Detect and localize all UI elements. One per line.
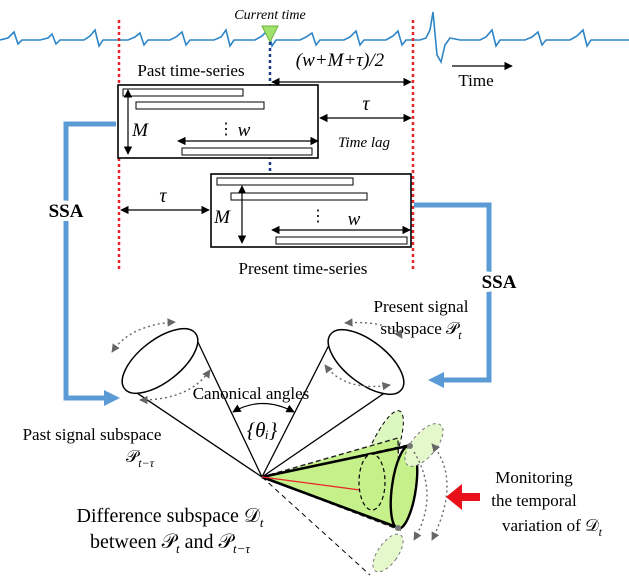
canonical-angles-label: Canonical angles [193,384,310,403]
present-subspace-label-2: subspace 𝒫t [380,319,462,342]
difference-inner-ellipse [358,453,386,511]
present-cone-edge-1 [261,344,330,478]
present-dots: ⋮ [310,208,326,225]
present-window-bar-2 [230,192,368,201]
present-M-label: M [213,207,231,228]
past-cone-edge-2 [195,337,263,478]
past-hankel-matrix [117,84,319,159]
difference-cone-edge-upper [261,444,409,479]
half-span-label: (w+M+τ)/2 [296,50,385,71]
time-series-signal [0,11,629,65]
ssa-left-arrow [63,121,116,401]
past-dots: ⋮ [218,121,234,138]
ssa-right-arrowhead [428,372,444,388]
difference-label-1: Difference subspace 𝒟t [77,505,264,530]
present-rotation-hint-1 [344,318,403,339]
ssa-right-arrow [414,202,492,383]
past-window-bar-3 [181,147,313,156]
difference-lobe-bottom [372,533,404,573]
ssa-left-arrowhead [104,390,120,406]
past-subspace-label-2: 𝒫t−τ [126,447,155,470]
past-rotation-hint-1 [111,318,176,353]
canonical-angle-arc [232,403,295,413]
time-lag-label: Time lag [338,135,391,151]
present-subspace-label-1: Present signal [374,297,469,316]
monitoring-label-1: Monitoring [495,468,573,487]
current-time-label: Current time [234,8,305,23]
present-series-label: Present time-series [239,259,368,278]
present-window-bar-1 [216,177,354,186]
difference-cone-dashed-1 [261,439,431,478]
tau-lower-label: τ [159,185,167,207]
difference-cone-dashed-2 [261,476,371,576]
ssa-right-label: SSA [482,272,517,293]
monitoring-arrow [446,484,480,510]
present-rotation-hint-2 [324,364,391,391]
past-series-label: Past time-series [137,61,244,80]
difference-rotation-hint-2 [413,451,428,541]
difference-label-2: between 𝒫t and 𝒫t−τ [90,531,251,556]
past-subspace-label-1: Past signal subspace [23,425,162,444]
past-M-label: M [131,120,149,141]
difference-rotation-hint-1 [431,443,448,541]
monitoring-label-3: variation of 𝒟t [502,516,603,539]
present-w-label: w [348,209,361,230]
present-window-bar-3 [275,236,408,245]
tau-upper-label: τ [362,93,370,115]
monitoring-label-2: the temporal [491,491,577,510]
past-w-label: w [238,120,251,141]
difference-cone-edge-lower [261,475,400,530]
difference-rim-point-top [407,443,413,449]
difference-rim-point-bottom [395,525,401,531]
ssa-left-label: SSA [49,201,84,222]
present-cone-edge-2 [261,380,403,478]
theta-label: {θᵢ} [247,418,278,442]
difference-cone-red-line [261,476,361,491]
time-label: Time [458,71,493,90]
current-time-marker [261,25,279,44]
past-window-bar-1 [122,88,244,97]
past-window-bar-2 [135,101,265,110]
